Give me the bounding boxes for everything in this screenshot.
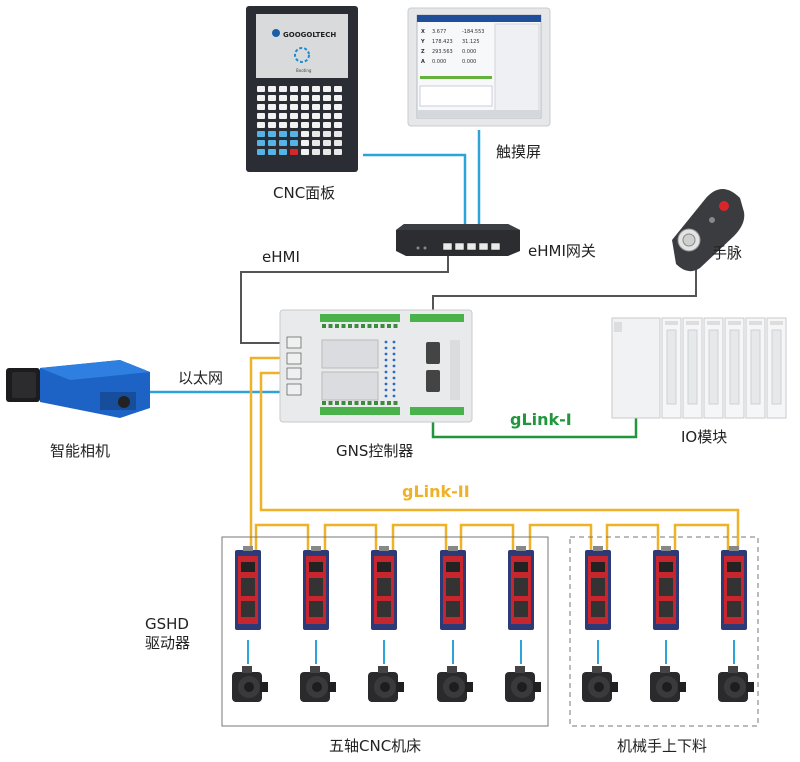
smart-camera [6, 360, 150, 418]
panel-to-gateway-cable [363, 153, 467, 245]
glink1-label: gLink-I [510, 410, 572, 429]
ethernet-label: 以太网 [178, 369, 224, 387]
axis-value-2: 0.000 [462, 59, 476, 65]
gns-controller-label: GNS控制器 [336, 442, 414, 460]
gshd-label-line2: 驱动器 [145, 634, 191, 652]
gshd-drive [440, 546, 466, 630]
axis-value-2: 31.125 [462, 39, 480, 45]
gshd-drive [508, 546, 534, 630]
smart-camera-label: 智能相机 [50, 442, 111, 460]
glink2-label: gLink-II [402, 482, 470, 501]
panel-brand: GOOGOLTECH [283, 31, 336, 39]
servo-motor [437, 666, 473, 702]
ehmi-gateway [396, 224, 520, 256]
gshd-drive [303, 546, 329, 630]
io-module [611, 317, 787, 419]
touchscreen-label: 触摸屏 [496, 143, 542, 161]
io-module-label: IO模块 [681, 428, 728, 446]
servo-motor [582, 666, 618, 702]
gshd-drive [653, 546, 679, 630]
gshd-drive [721, 546, 747, 630]
gshd-drive [235, 546, 261, 630]
servo-motor [368, 666, 404, 702]
emergency-stop-icon [719, 201, 729, 211]
handwheel [672, 189, 745, 272]
axis-value-1: 0.000 [432, 59, 446, 65]
axis-label: A [421, 59, 425, 65]
manipulator-label: 机械手上下料 [617, 737, 708, 755]
gshd-drive [585, 546, 611, 630]
gshd-drives [235, 546, 747, 664]
servo-motor [232, 666, 268, 702]
glink2-cable [249, 356, 740, 550]
axis-value-2: -184.553 [462, 29, 484, 35]
axis-value-2: 0.000 [462, 49, 476, 55]
gshd-label-line1: GSHD [145, 615, 189, 633]
manipulator-group-box [569, 536, 759, 727]
servo-motor [505, 666, 541, 702]
keypad [257, 86, 342, 155]
axis-value-1: 293.563 [432, 49, 453, 55]
cnc-panel: GOOGOLTECH Booting [246, 6, 358, 172]
gshd-drive [371, 546, 397, 630]
servo-motor [300, 666, 336, 702]
camera-connector-icon [118, 396, 130, 408]
ehmi-label: eHMI [262, 248, 300, 266]
axis-label: X [421, 29, 425, 35]
five-axis-group-box [221, 536, 549, 727]
gns-controller [279, 309, 473, 423]
five-axis-label: 五轴CNC机床 [329, 737, 422, 755]
ehmi-gateway-label: eHMI网关 [528, 242, 596, 260]
axis-label: Y [420, 39, 425, 45]
ehmi-cable [240, 250, 449, 344]
axis-value-1: 178.423 [432, 39, 453, 45]
servo-motor [718, 666, 754, 702]
panel-status: Booting [296, 68, 312, 73]
axis-value-1: 3.677 [432, 29, 446, 35]
servo-motor [650, 666, 686, 702]
loading-icon [294, 47, 310, 63]
cnc-panel-label: CNC面板 [273, 184, 336, 202]
axis-label: Z [421, 49, 425, 55]
handwheel-label: 手脉 [712, 244, 743, 262]
servo-motors [232, 666, 754, 702]
